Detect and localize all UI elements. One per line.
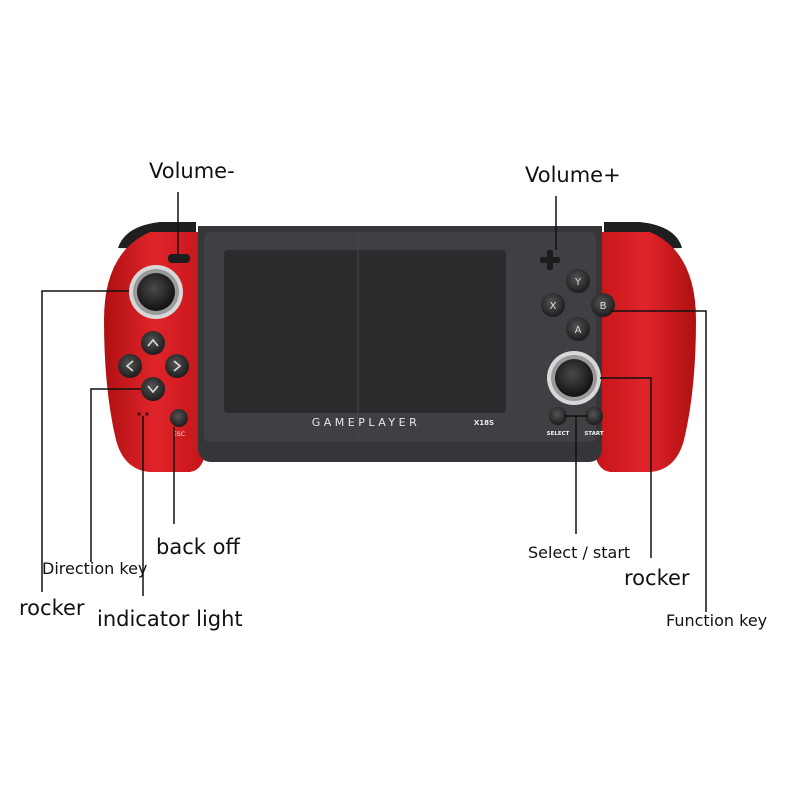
dpad-left-button[interactable] bbox=[118, 354, 142, 378]
right-grip bbox=[594, 232, 696, 472]
start-label: START bbox=[584, 431, 604, 437]
arrow-right-icon bbox=[173, 360, 182, 372]
y-label: Y bbox=[574, 277, 582, 288]
label-volume-plus: Volume+ bbox=[525, 163, 621, 187]
leader-lines bbox=[41, 192, 707, 612]
b-label: B bbox=[600, 301, 607, 312]
leader-rocker-left bbox=[41, 290, 129, 592]
x-label: X bbox=[550, 301, 557, 312]
leader-rocker-right bbox=[600, 377, 652, 558]
indicator-light-2 bbox=[145, 412, 149, 416]
arrow-down-icon bbox=[147, 385, 159, 394]
brand-text: GAMEPLAYER bbox=[312, 416, 421, 429]
label-rocker-left: rocker bbox=[19, 596, 85, 620]
back-off-button[interactable] bbox=[170, 409, 188, 427]
select-label: SELECT bbox=[547, 431, 570, 437]
label-function-key: Function key bbox=[666, 611, 768, 630]
arrow-left-icon bbox=[125, 360, 134, 372]
y-button[interactable] bbox=[566, 269, 590, 293]
a-button[interactable] bbox=[566, 317, 590, 341]
start-button[interactable] bbox=[585, 407, 603, 425]
a-label: A bbox=[575, 325, 582, 336]
label-rocker-right: rocker bbox=[624, 566, 690, 590]
leader-function-key bbox=[611, 310, 707, 612]
model-text: X18S bbox=[474, 419, 494, 427]
label-direction-key: Direction key bbox=[42, 559, 148, 578]
esc-label: ESC bbox=[173, 431, 185, 438]
screen bbox=[224, 250, 506, 413]
dpad-down-button[interactable] bbox=[141, 377, 165, 401]
dpad-up-button[interactable] bbox=[141, 331, 165, 355]
volume-minus-button[interactable] bbox=[168, 254, 190, 263]
arrow-up-icon bbox=[147, 338, 159, 347]
right-joystick[interactable] bbox=[555, 359, 593, 397]
left-joystick[interactable] bbox=[137, 273, 175, 311]
label-volume-minus: Volume- bbox=[149, 159, 235, 183]
indicator-light-1 bbox=[137, 412, 141, 416]
volume-plus-button[interactable] bbox=[540, 250, 560, 270]
x-button[interactable] bbox=[541, 293, 565, 317]
direction-pad bbox=[118, 331, 189, 401]
b-button[interactable] bbox=[591, 293, 615, 317]
leader-direction-key bbox=[90, 388, 141, 562]
dpad-right-button[interactable] bbox=[165, 354, 189, 378]
face-buttons: Y X B A bbox=[541, 269, 615, 341]
label-select-start: Select / start bbox=[528, 543, 631, 562]
label-back-off: back off bbox=[156, 535, 240, 559]
label-indicator-light: indicator light bbox=[97, 607, 243, 631]
select-button[interactable] bbox=[549, 407, 567, 425]
